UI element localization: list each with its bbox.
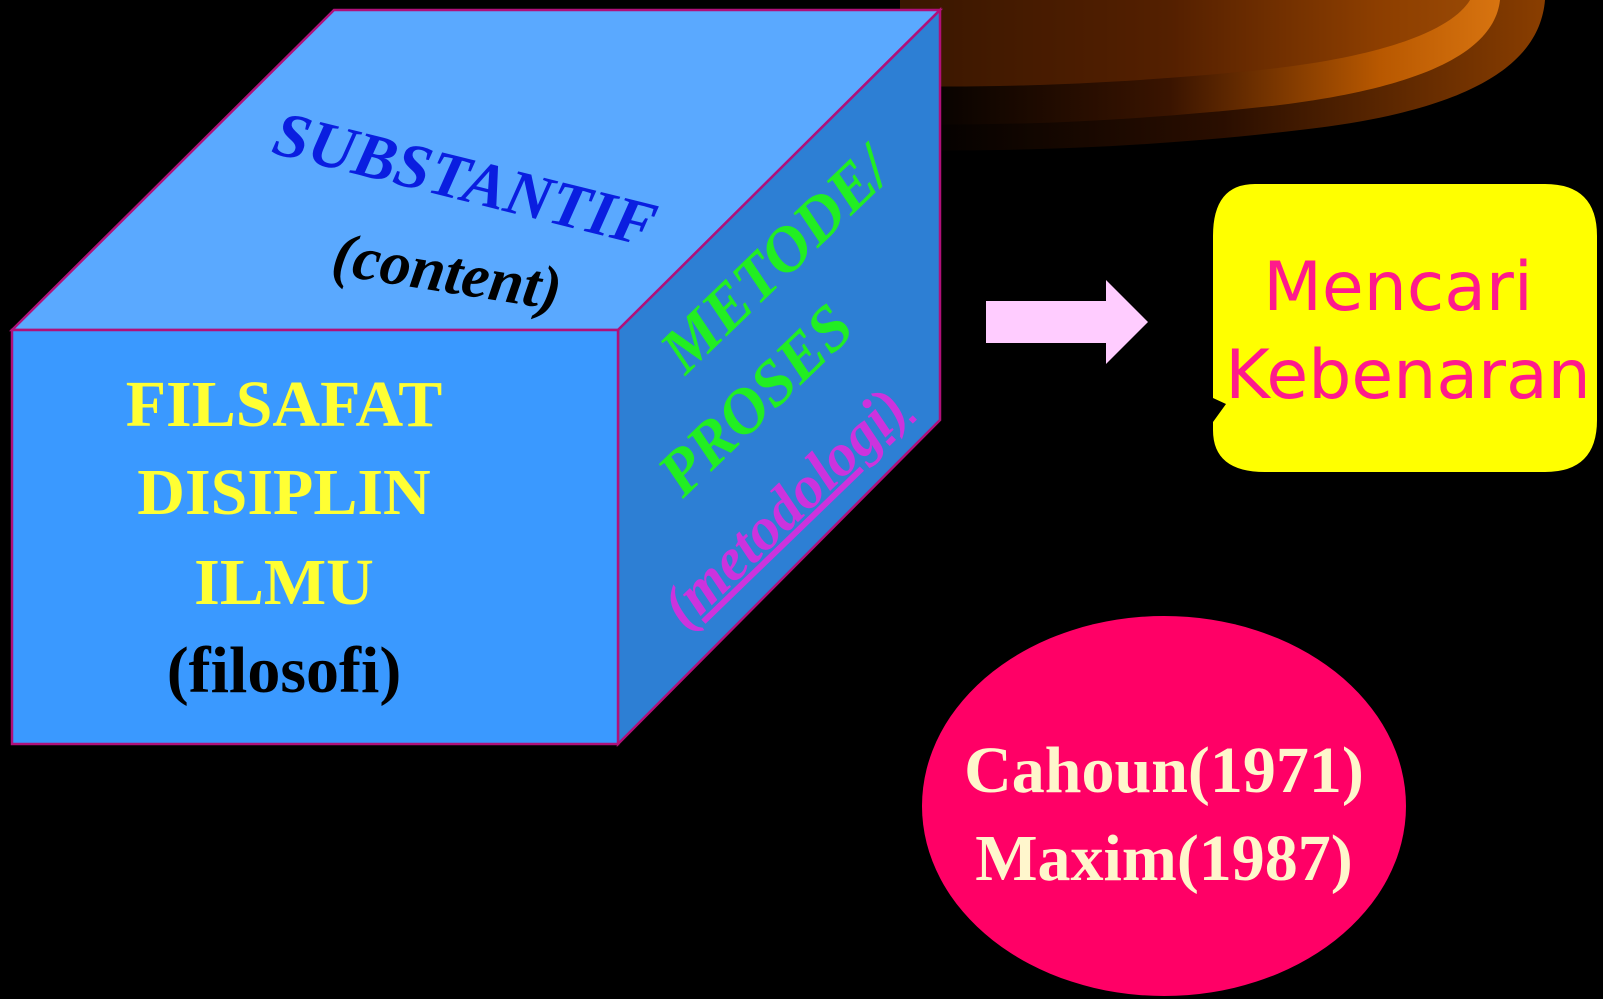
citation-line-1: Cahoun(1971) — [964, 734, 1364, 807]
citation-ellipse: Cahoun(1971) Maxim(1987) — [922, 616, 1406, 996]
callout-box: Mencari Kebenaran — [1213, 184, 1597, 472]
disiplin-label: DISIPLIN — [137, 456, 430, 529]
concept-cube: SUBSTANTIF (content) FILSAFAT DISIPLIN I… — [8, 6, 944, 748]
callout-line-2: Kebenaran — [1225, 336, 1591, 415]
filsafat-label: FILSAFAT — [126, 368, 443, 441]
callout-line-1: Mencari — [1263, 248, 1533, 327]
cube-front-face — [10, 328, 620, 746]
filosofi-label: (filosofi) — [167, 634, 402, 707]
ilmu-label: ILMU — [194, 546, 374, 619]
callout-shape — [1213, 184, 1597, 472]
right-arrow-icon — [986, 280, 1148, 364]
decorative-swoosh — [900, 0, 1545, 151]
citation-shape — [922, 616, 1406, 996]
citation-line-2: Maxim(1987) — [975, 822, 1353, 895]
